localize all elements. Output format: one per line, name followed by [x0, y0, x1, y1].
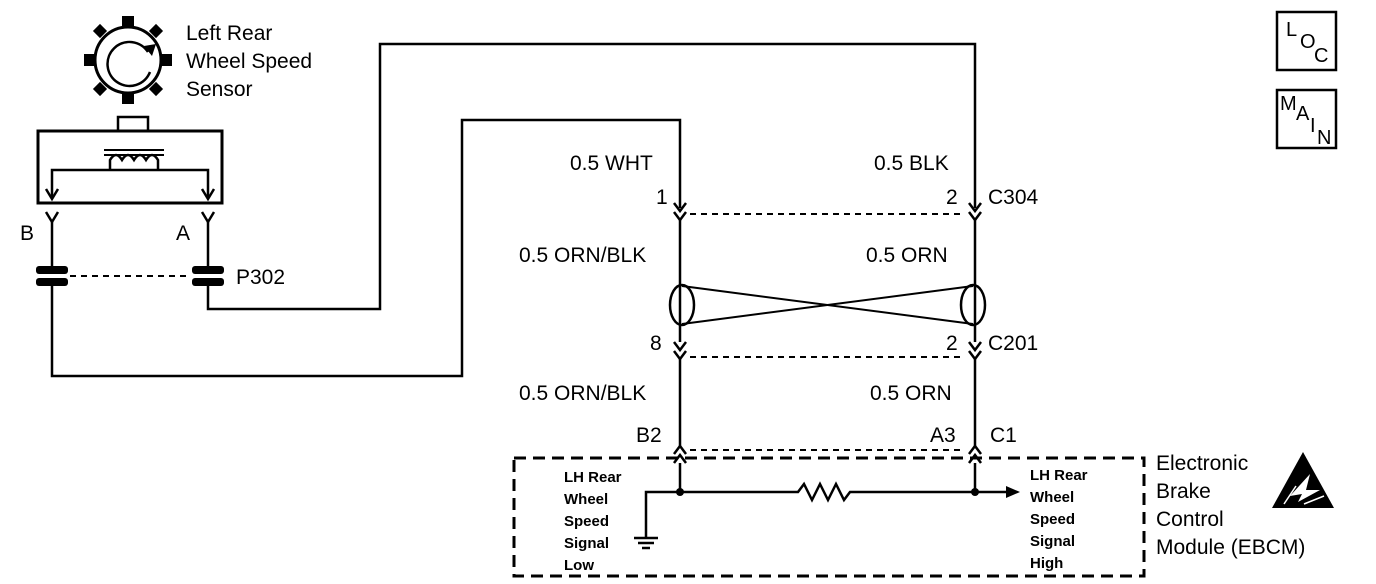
ebcm-low-line3: Speed — [564, 513, 609, 530]
ebcm-high-line5: High — [1030, 555, 1063, 572]
c201-label: C201 — [988, 332, 1038, 355]
loc-letter-o: O — [1300, 31, 1316, 53]
ebcm-name-line4: Module (EBCM) — [1156, 536, 1305, 559]
twisted-pair-symbol — [668, 283, 987, 327]
wire-wht-label: 0.5 WHT — [570, 152, 653, 175]
loc-nav-icon[interactable]: L O C — [1275, 10, 1338, 72]
terminal-a-label: A — [176, 222, 190, 245]
p302-connector — [36, 266, 224, 286]
loc-letter-c: C — [1314, 45, 1328, 67]
ebcm-name-line2: Brake — [1156, 480, 1211, 503]
c304-pin-left: 1 — [656, 186, 668, 209]
ebcm-high-line3: Speed — [1030, 511, 1075, 528]
main-letter-i: I — [1310, 115, 1316, 137]
wire-sensor-b — [50, 118, 682, 378]
c304-label: C304 — [988, 186, 1039, 209]
ebcm-high-line2: Wheel — [1030, 489, 1074, 506]
main-letter-m: M — [1280, 93, 1297, 115]
main-letter-a: A — [1296, 103, 1310, 125]
main-nav-icon[interactable]: M A I N — [1275, 88, 1338, 150]
c201-pin-left: 8 — [650, 332, 662, 355]
ebcm-name-line1: Electronic — [1156, 452, 1248, 475]
ebcm-boundary — [512, 456, 1146, 578]
resistor-icon — [680, 481, 1008, 503]
terminal-b-label: B — [20, 222, 34, 245]
wire-orn-blk-lower-label: 0.5 ORN/BLK — [519, 382, 646, 405]
ground-icon — [634, 536, 658, 550]
ebcm-name-line3: Control — [1156, 508, 1224, 531]
wire-blk-label: 0.5 BLK — [874, 152, 949, 175]
c1-pin-right: A3 — [930, 424, 956, 447]
wire-orn-lower-label: 0.5 ORN — [870, 382, 952, 405]
loc-letter-l: L — [1286, 19, 1297, 41]
main-letter-n: N — [1317, 127, 1331, 149]
sensor-gear-icon — [84, 16, 172, 104]
wire-sensor-a — [206, 42, 977, 311]
esd-warning-icon — [1272, 452, 1334, 508]
sensor-name-line2: Wheel Speed — [186, 50, 312, 73]
p302-label: P302 — [236, 266, 285, 289]
c1-pin-left: B2 — [636, 424, 662, 447]
ebcm-low-line1: LH Rear — [564, 469, 622, 486]
sensor-body — [36, 115, 224, 205]
ebcm-low-line4: Signal — [564, 535, 609, 552]
ebcm-low-line5: Low — [564, 557, 594, 574]
sensor-name-line3: Sensor — [186, 78, 253, 101]
sensor-name-line1: Left Rear — [186, 22, 272, 45]
ebcm-low-line2: Wheel — [564, 491, 608, 508]
c201-pin-right: 2 — [946, 332, 958, 355]
ebcm-high-line1: LH Rear — [1030, 467, 1088, 484]
wire-orn-blk-upper-label: 0.5 ORN/BLK — [519, 244, 646, 267]
c304-pin-right: 2 — [946, 186, 958, 209]
c1-label: C1 — [990, 424, 1017, 447]
ebcm-high-line4: Signal — [1030, 533, 1075, 550]
wire-orn-upper-label: 0.5 ORN — [866, 244, 948, 267]
